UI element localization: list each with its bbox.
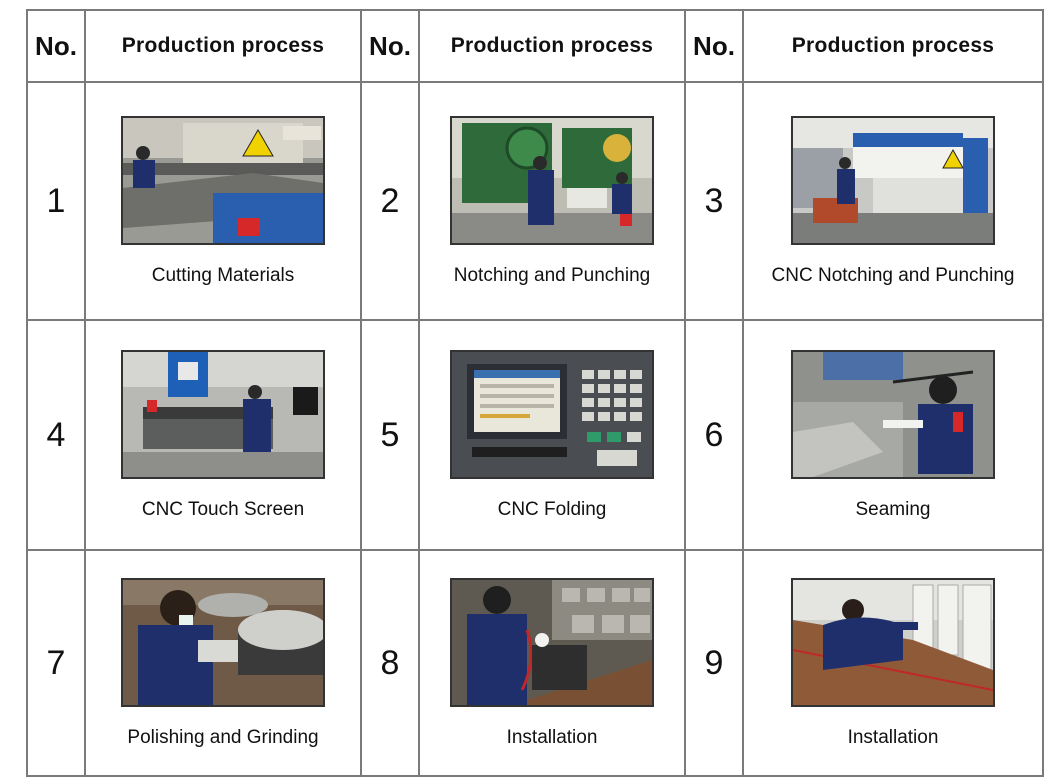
assembly-line-photo [791,577,995,707]
step-cell: CNC Folding [418,319,686,551]
step-caption: CNC Notching and Punching [771,264,1015,286]
punch-press-photo [450,115,654,245]
header-process-1: Production process [84,9,362,83]
header-process-2: Production process [418,9,686,83]
step-cell: Notching and Punching [418,81,686,321]
step-caption: CNC Touch Screen [141,498,305,520]
header-row: No. Production process No. Production pr… [26,9,1044,83]
table-row: 7 Polishing and Grinding 8 [26,549,1044,777]
step-cell: CNC Touch Screen [84,319,362,551]
step-number: 4 [26,319,86,551]
step-number: 6 [684,319,744,551]
grinding-worker-photo [121,577,325,707]
press-brake-photo [121,349,325,479]
production-process-table: No. Production process No. Production pr… [26,9,1044,777]
step-number: 5 [360,319,420,551]
step-number: 8 [360,549,420,777]
step-cell: Installation [742,549,1044,777]
step-cell: Installation [418,549,686,777]
table-row: 4 CNC Touch Screen 5 [26,319,1044,551]
step-number: 1 [26,81,86,321]
header-no-1: No. [26,9,86,83]
cnc-control-panel-photo [450,349,654,479]
step-caption: Installation [506,726,598,748]
welding-worker-photo [791,349,995,479]
step-cell: Seaming [742,319,1044,551]
header-process-3: Production process [742,9,1044,83]
step-caption: Cutting Materials [151,264,295,286]
step-caption: CNC Folding [497,498,607,520]
step-caption: Installation [847,726,939,748]
step-cell: CNC Notching and Punching [742,81,1044,321]
step-caption: Seaming [855,498,931,520]
cnc-turret-punch-photo [791,115,995,245]
step-caption: Polishing and Grinding [127,726,319,748]
step-number: 9 [684,549,744,777]
header-no-2: No. [360,9,420,83]
table-row: 1 Cutting Materials 2 [26,81,1044,321]
cutting-machine-photo [121,115,325,245]
step-cell: Cutting Materials [84,81,362,321]
step-cell: Polishing and Grinding [84,549,362,777]
assembly-worker-photo [450,577,654,707]
header-no-3: No. [684,9,744,83]
step-number: 3 [684,81,744,321]
step-number: 7 [26,549,86,777]
step-caption: Notching and Punching [453,264,651,286]
step-number: 2 [360,81,420,321]
